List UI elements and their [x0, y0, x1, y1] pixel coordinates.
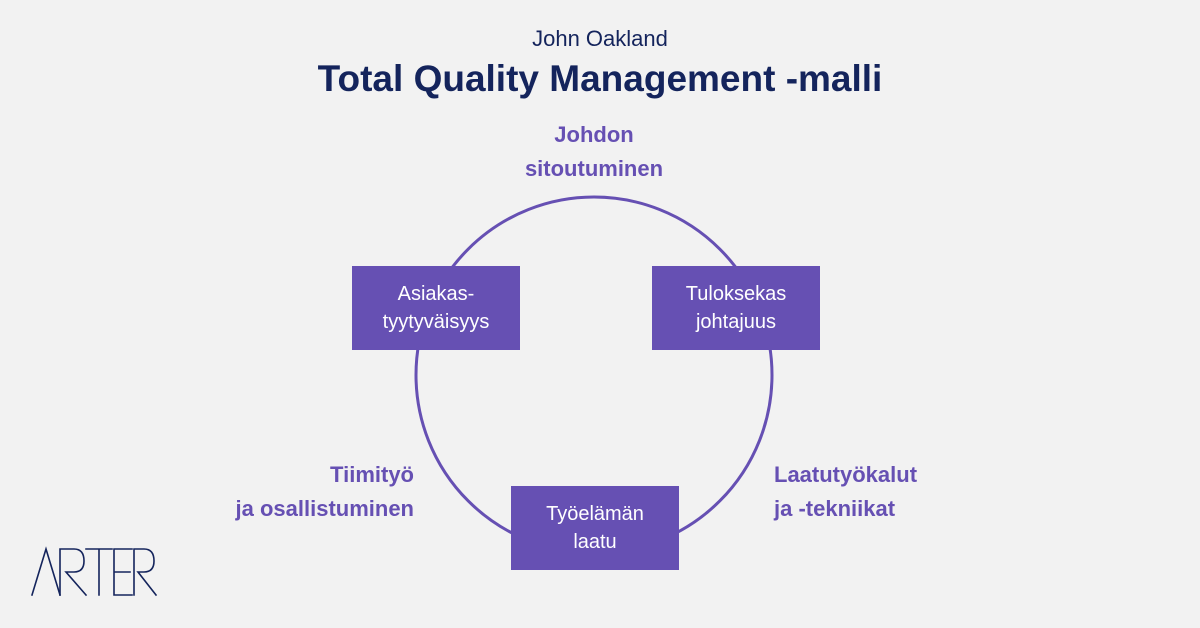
author-name: John Oakland	[532, 26, 668, 51]
label-line: ja osallistuminen	[235, 496, 415, 521]
box-quality-of-working-life: Työelämän laatu	[511, 486, 679, 570]
box-line: laatu	[573, 531, 617, 553]
page-title: Total Quality Management -malli	[317, 58, 883, 99]
box-line: tyytyväisyys	[382, 311, 490, 333]
label-line: Laatutyökalut	[774, 462, 918, 487]
box-line: Tuloksekas	[685, 283, 787, 305]
arter-logo	[31, 546, 158, 597]
label-line: Tiimityö	[330, 462, 414, 487]
label-management-commitment: Johdon sitoutuminen	[494, 118, 694, 186]
box-line: johtajuus	[695, 311, 777, 333]
label-line: Johdon	[554, 122, 634, 147]
box-customer-satisfaction: Asiakas- tyytyväisyys	[352, 266, 520, 350]
label-teamwork: Tiimityö ja osallistuminen	[180, 458, 415, 526]
box-line: Asiakas-	[397, 283, 475, 305]
box-line: Työelämän	[546, 503, 644, 525]
label-line: ja -tekniikat	[774, 496, 896, 521]
label-line: sitoutuminen	[524, 156, 664, 181]
label-quality-tools: Laatutyökalut ja -tekniikat	[774, 458, 1034, 526]
box-effective-leadership: Tuloksekas johtajuus	[652, 266, 820, 350]
